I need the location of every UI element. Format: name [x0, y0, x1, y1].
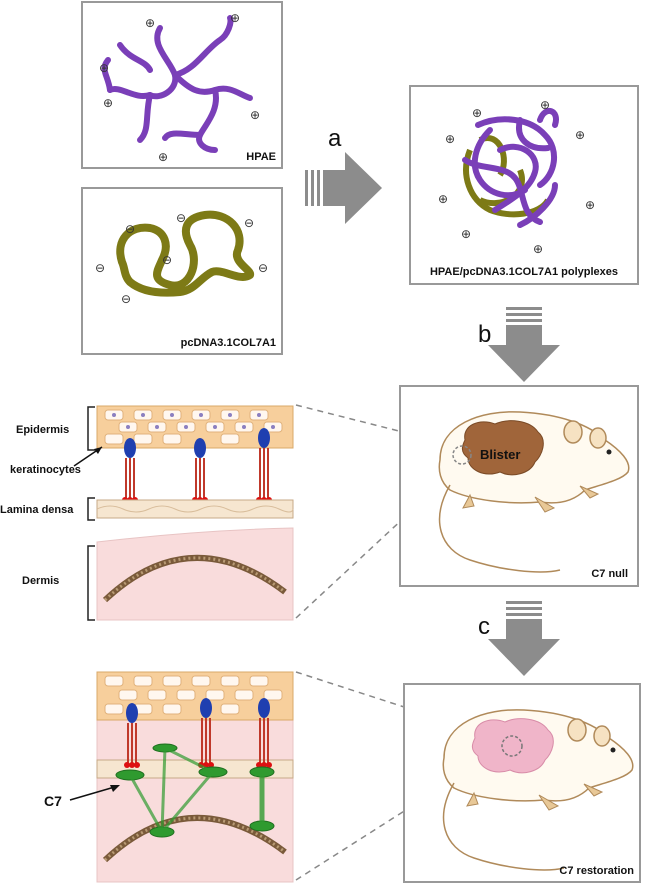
positive-charge-icon: ⊕ [533, 242, 543, 256]
positive-charge-icon: ⊕ [585, 198, 595, 212]
lamina-densa-label: Lamina densa [0, 504, 74, 516]
polyplex-charges: ⊕ ⊕ ⊕ ⊕ ⊕ ⊕ ⊕ ⊕ [438, 98, 595, 256]
step-b-label: b [478, 321, 491, 348]
positive-charge-icon: ⊕ [472, 106, 482, 120]
mouse-restored-label: C7 restoration [559, 865, 634, 877]
step-c-label: c [478, 613, 490, 640]
epidermis-label: Epidermis [16, 424, 69, 436]
hpae-charges: ⊕ ⊕ ⊕ ⊕ ⊕ ⊕ [99, 11, 260, 164]
negative-charge-icon: ⊖ [258, 261, 268, 275]
polyplex-polymer [462, 108, 559, 228]
mouse-restored-panel: C7 restoration [403, 683, 641, 883]
polyplex-label: HPAE/pcDNA3.1COL7A1 polyplexes [430, 266, 618, 278]
restored-skin-area [471, 718, 554, 774]
positive-charge-icon: ⊕ [540, 98, 550, 112]
keratinocytes-label: keratinocytes [10, 464, 81, 476]
plasmid-dna [116, 210, 254, 297]
hpae-label: HPAE [246, 151, 276, 163]
positive-charge-icon: ⊕ [158, 150, 168, 164]
negative-charge-icon: ⊖ [162, 253, 172, 267]
positive-charge-icon: ⊕ [445, 132, 455, 146]
hpae-polymer [101, 15, 253, 153]
c7-label: C7 [44, 793, 62, 809]
mouse-null-panel: Blister C7 null [399, 385, 639, 587]
negative-charge-icon: ⊖ [121, 292, 131, 306]
plasmid-label: pcDNA3.1COL7A1 [181, 337, 276, 349]
negative-charge-icon: ⊖ [244, 216, 254, 230]
skin-brackets [87, 406, 95, 621]
positive-charge-icon: ⊕ [145, 16, 155, 30]
positive-charge-icon: ⊕ [438, 192, 448, 206]
mouse-null-label: C7 null [591, 568, 628, 580]
hpae-panel: ⊕ ⊕ ⊕ ⊕ ⊕ ⊕ HPAE [81, 1, 283, 169]
arrow-a [305, 152, 382, 224]
c7-pointer [69, 785, 119, 801]
positive-charge-icon: ⊕ [99, 61, 109, 75]
plasmid-panel: ⊖ ⊖ ⊖ ⊖ ⊖ ⊖ ⊖ pcDNA3.1COL7A1 [81, 187, 283, 355]
dermis-collagen-fiber [102, 554, 287, 603]
positive-charge-icon: ⊕ [575, 128, 585, 142]
negative-charge-icon: ⊖ [176, 211, 186, 225]
polyplex-panel: ⊕ ⊕ ⊕ ⊕ ⊕ ⊕ ⊕ ⊕ HPAE/pcDNA3.1COL7A1 poly… [409, 85, 639, 285]
skin-restored [96, 671, 294, 883]
plasmid-charges: ⊖ ⊖ ⊖ ⊖ ⊖ ⊖ ⊖ [95, 211, 268, 306]
positive-charge-icon: ⊕ [103, 96, 113, 110]
positive-charge-icon: ⊕ [461, 227, 471, 241]
blister-label: Blister [480, 447, 520, 462]
step-a-label: a [328, 125, 342, 152]
positive-charge-icon: ⊕ [250, 108, 260, 122]
positive-charge-icon: ⊕ [230, 11, 240, 25]
blister-area [461, 420, 544, 476]
negative-charge-icon: ⊖ [125, 222, 135, 236]
negative-charge-icon: ⊖ [95, 261, 105, 275]
collagen-vii-fibrils [115, 743, 275, 838]
skin-diseased [96, 405, 294, 621]
dermis-label: Dermis [22, 575, 59, 587]
arrow-c [488, 601, 560, 676]
arrow-b [488, 307, 560, 382]
